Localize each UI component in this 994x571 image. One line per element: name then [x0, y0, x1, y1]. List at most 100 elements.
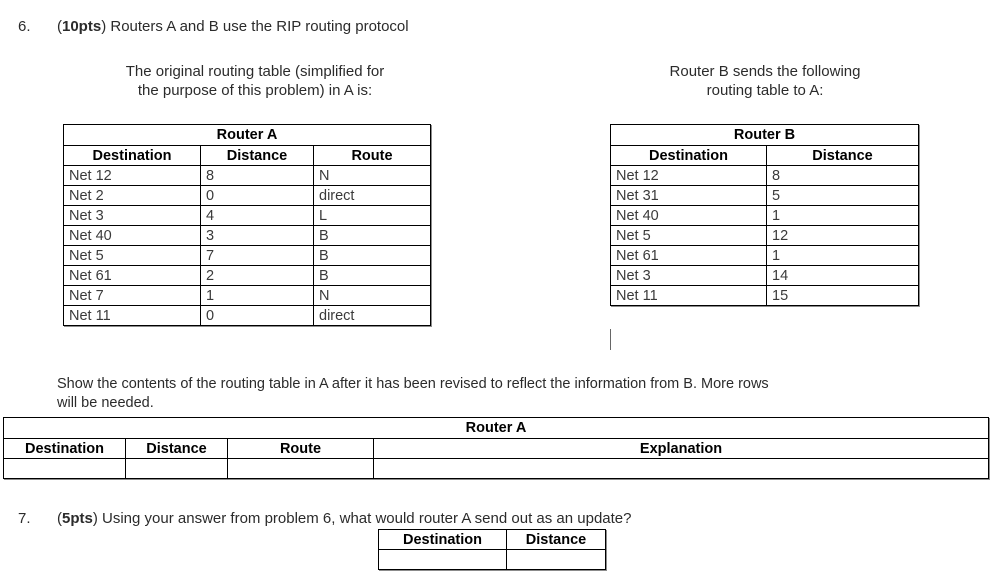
- cell-route: direct: [313, 185, 431, 206]
- answer-col-destination: Destination: [3, 438, 126, 459]
- router-a-original-table: Router A Destination Distance Route Net …: [63, 124, 431, 326]
- cell-route: B: [313, 225, 431, 246]
- cell-distance: 7: [200, 245, 314, 266]
- answer-col-route: Route: [227, 438, 374, 459]
- router-a-update-table[interactable]: Destination Distance: [378, 529, 606, 570]
- cell-distance: 8: [765, 165, 920, 186]
- cell-distance: 15: [765, 285, 920, 306]
- table-row: Net 40 3 B: [63, 225, 431, 246]
- table-row: Net 3 4 L: [63, 205, 431, 226]
- right-caption-line-1: Router B sends the following: [669, 63, 861, 80]
- router-b-col-destination: Destination: [610, 145, 767, 166]
- table-row: Net 5 12: [610, 225, 920, 246]
- cell-distance: 1: [200, 285, 314, 306]
- answer-cell-distance[interactable]: [125, 458, 228, 479]
- cell-destination: Net 3: [610, 265, 767, 286]
- cell-destination: Net 5: [63, 245, 201, 266]
- problem-6-text: Routers A and B use the RIP routing prot…: [110, 18, 409, 35]
- instruction-line-1: Show the contents of the routing table i…: [57, 376, 769, 392]
- update-cell-distance[interactable]: [506, 549, 606, 570]
- router-b-title: Router B: [609, 124, 920, 146]
- cell-distance: 8: [200, 165, 314, 186]
- cell-destination: Net 7: [63, 285, 201, 306]
- cell-route: N: [313, 285, 431, 306]
- cell-destination: Net 61: [610, 245, 767, 266]
- problem-6-statement: (10pts) Routers A and B use the RIP rout…: [57, 18, 409, 35]
- router-b-col-distance: Distance: [765, 145, 920, 166]
- cell-destination: Net 12: [610, 165, 767, 186]
- problem-6-paren-close: ): [101, 18, 111, 35]
- answer-header-row: Destination Distance Route Explanation: [3, 438, 989, 459]
- cell-distance: 0: [200, 305, 314, 326]
- right-caption-line-2: routing table to A:: [706, 82, 824, 99]
- left-table-caption: The original routing table (simplified f…: [85, 62, 425, 100]
- cell-distance: 1: [765, 205, 920, 226]
- problem-7-paren-open: (: [57, 510, 62, 527]
- table-row: Net 11 15: [610, 285, 920, 306]
- table-row: Net 31 5: [610, 185, 920, 206]
- router-a-title-row: Router A: [63, 124, 431, 146]
- cell-distance: 3: [200, 225, 314, 246]
- table-row: Net 61 2 B: [63, 265, 431, 286]
- router-b-header-row: Destination Distance: [610, 145, 920, 166]
- cell-destination: Net 3: [63, 205, 201, 226]
- left-caption-line-1: The original routing table (simplified f…: [125, 63, 385, 80]
- cell-destination: Net 5: [610, 225, 767, 246]
- router-b-table: Router B Destination Distance Net 12 8 N…: [609, 124, 920, 306]
- instruction-line-2: will be needed.: [57, 395, 154, 411]
- answer-cell-route[interactable]: [227, 458, 374, 479]
- router-b-title-row: Router B: [609, 124, 920, 146]
- cell-route: B: [313, 265, 431, 286]
- cell-distance: 14: [765, 265, 920, 286]
- update-cell-destination[interactable]: [378, 549, 507, 570]
- table-row[interactable]: [378, 549, 606, 570]
- answer-col-explanation: Explanation: [373, 438, 989, 459]
- cell-route: L: [313, 205, 431, 226]
- problem-7-paren-close: ): [92, 510, 103, 527]
- cell-destination: Net 12: [63, 165, 201, 186]
- cell-route: N: [313, 165, 431, 186]
- update-col-destination: Destination: [378, 529, 507, 550]
- table-row: Net 12 8 N: [63, 165, 431, 186]
- answer-col-distance: Distance: [125, 438, 228, 459]
- cell-distance: 5: [765, 185, 920, 206]
- table-row: Net 12 8: [610, 165, 920, 186]
- router-a-col-route: Route: [313, 145, 431, 166]
- router-a-title: Router A: [63, 124, 431, 146]
- cell-distance: 4: [200, 205, 314, 226]
- router-a-header-row: Destination Distance Route: [63, 145, 431, 166]
- cell-destination: Net 40: [610, 205, 767, 226]
- cell-destination: Net 11: [610, 285, 767, 306]
- update-header-row: Destination Distance: [378, 529, 606, 550]
- cell-distance: 1: [765, 245, 920, 266]
- cell-destination: Net 40: [63, 225, 201, 246]
- table-row[interactable]: [3, 458, 989, 479]
- router-a-col-destination: Destination: [63, 145, 201, 166]
- problem-6-points: 10pts: [62, 18, 102, 35]
- answer-table-title: Router A: [3, 417, 989, 439]
- left-caption-line-2: the purpose of this problem) in A is:: [137, 82, 373, 99]
- problem-7-number: 7.: [18, 510, 31, 527]
- answer-cell-explanation[interactable]: [373, 458, 989, 479]
- cell-distance: 0: [200, 185, 314, 206]
- problem-7-statement: (5pts) Using your answer from problem 6,…: [57, 510, 631, 527]
- cell-destination: Net 31: [610, 185, 767, 206]
- table-row: Net 3 14: [610, 265, 920, 286]
- table-row: Net 61 1: [610, 245, 920, 266]
- table-row: Net 7 1 N: [63, 285, 431, 306]
- right-table-caption: Router B sends the following routing tab…: [605, 62, 925, 100]
- table-row: Net 11 0 direct: [63, 305, 431, 326]
- problem-6-number: 6.: [18, 18, 31, 35]
- router-b-table-edge-artifact: [610, 329, 611, 350]
- router-a-answer-table[interactable]: Router A Destination Distance Route Expl…: [3, 417, 989, 479]
- problem-6-paren-open: (: [57, 18, 62, 35]
- problem-6-instruction: Show the contents of the routing table i…: [57, 375, 987, 413]
- answer-cell-destination[interactable]: [3, 458, 126, 479]
- problem-7-text: Using your answer from problem 6, what w…: [102, 510, 632, 527]
- table-row: Net 5 7 B: [63, 245, 431, 266]
- cell-destination: Net 2: [63, 185, 201, 206]
- cell-destination: Net 11: [63, 305, 201, 326]
- router-a-col-distance: Distance: [200, 145, 314, 166]
- table-row: Net 2 0 direct: [63, 185, 431, 206]
- cell-destination: Net 61: [63, 265, 201, 286]
